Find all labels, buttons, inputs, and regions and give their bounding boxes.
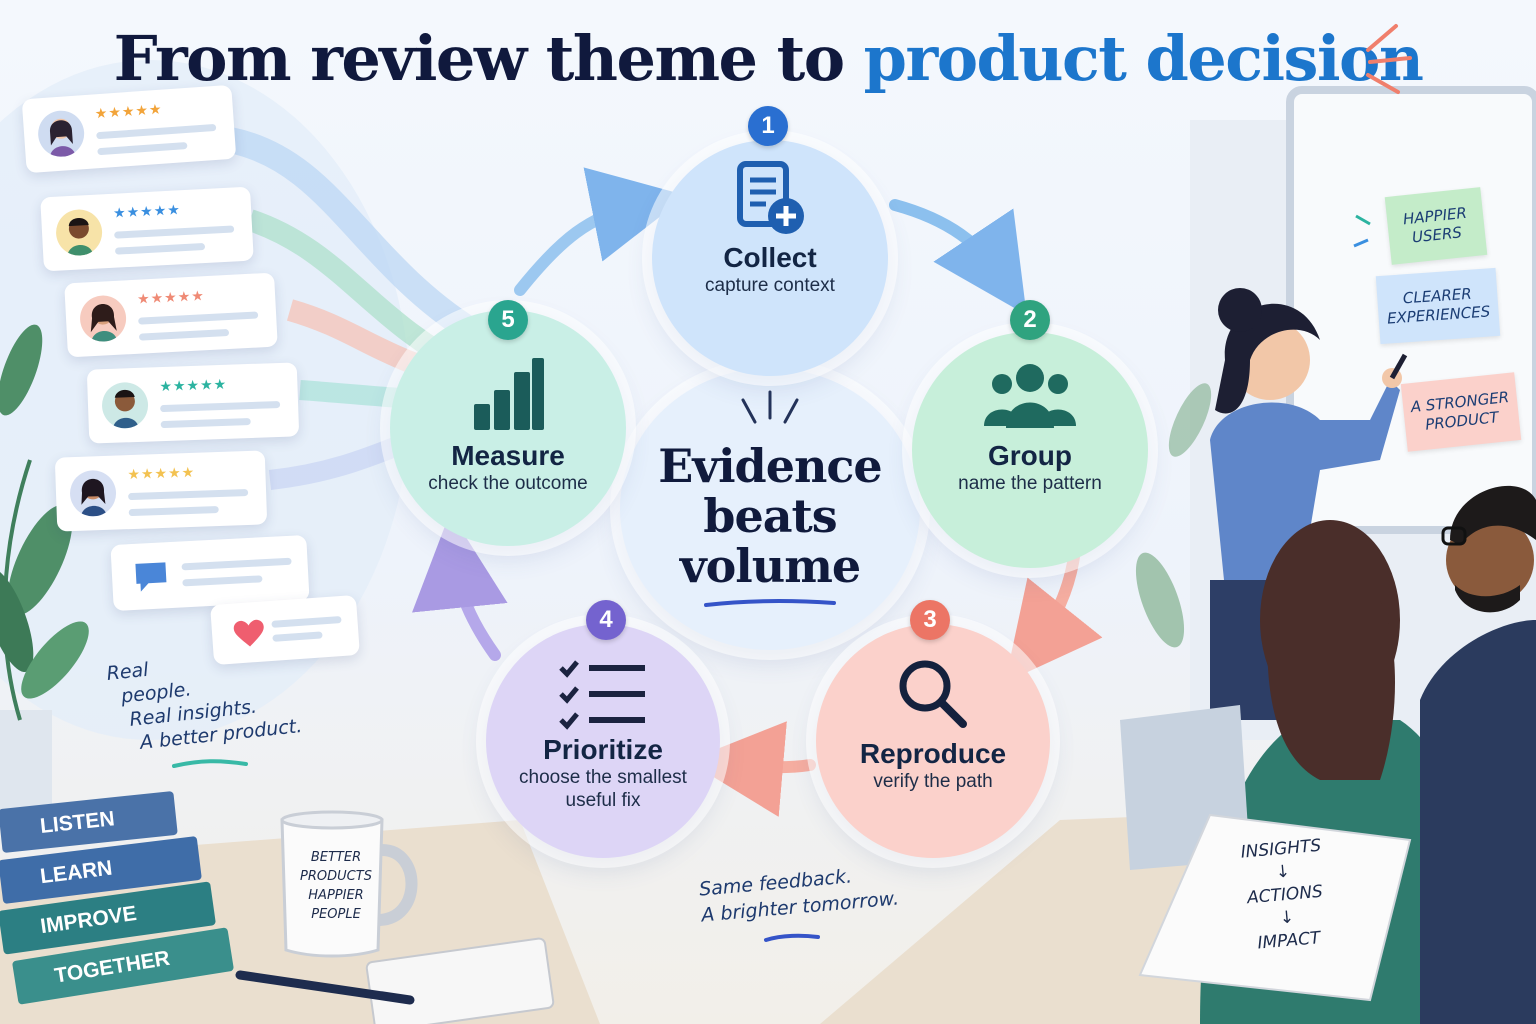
title-part-dark: From review theme to xyxy=(113,22,846,95)
step-name: Reproduce xyxy=(859,738,1007,769)
mug-line: PEOPLE xyxy=(311,907,361,922)
step-number-badge: 5 xyxy=(488,300,528,340)
step-measure: Measure check the outcome xyxy=(390,310,626,546)
avatar xyxy=(69,469,117,518)
note-underline xyxy=(172,759,248,768)
step-number-badge: 2 xyxy=(1010,300,1050,340)
step-name: Measure xyxy=(451,440,565,471)
book-label: TOGETHER xyxy=(52,946,172,988)
people-group-icon xyxy=(984,364,1076,428)
sticky-note: HAPPIER USERS xyxy=(1384,187,1488,265)
step-number-badge: 1 xyxy=(748,106,788,146)
heart-icon xyxy=(233,619,264,647)
sticky-note: A STRONGER PRODUCT xyxy=(1400,372,1522,452)
book-label: LEARN xyxy=(38,856,114,889)
speech-bubble-icon xyxy=(135,562,167,592)
step-collect: Collect capture context xyxy=(652,140,888,376)
mug-line: BETTER xyxy=(310,850,362,865)
arrow-collect-to-group xyxy=(889,199,1027,315)
step-desc: choose the smallest useful fix xyxy=(519,767,687,811)
document-plus-icon xyxy=(737,161,804,234)
step-desc: name the pattern xyxy=(958,473,1102,494)
avatar xyxy=(54,208,104,257)
step-desc: check the outcome xyxy=(428,473,588,494)
sticky-note: CLEARER EXPERIENCES xyxy=(1375,267,1501,345)
whiteboard-marks xyxy=(1353,214,1371,248)
page-title: From review theme to product decision xyxy=(0,22,1536,95)
center-line-1: Evidence xyxy=(658,439,882,493)
mug-shape xyxy=(280,810,418,958)
underline-swoosh xyxy=(704,598,836,607)
center-circle: Evidence beats volume xyxy=(620,368,920,650)
comment-card xyxy=(110,534,310,612)
checklist-icon xyxy=(559,660,645,730)
arrow-reproduce-to-prioritize xyxy=(687,721,816,817)
title-part-accent: product decision xyxy=(863,22,1424,95)
review-card: ★★★★★ xyxy=(64,272,278,358)
bar-chart-icon xyxy=(474,358,544,430)
avatar xyxy=(101,381,149,430)
mug-line: HAPPIER xyxy=(308,888,364,903)
step-prioritize: Prioritize choose the smallest useful fi… xyxy=(486,624,720,858)
center-line-3: volume xyxy=(679,539,861,593)
book-label: LISTEN xyxy=(39,807,116,838)
step-name: Prioritize xyxy=(543,734,663,765)
mug-text: BETTER PRODUCTS HAPPIER PEOPLE xyxy=(296,848,376,924)
note-underline xyxy=(764,933,820,942)
paper-note: INSIGHTS ↓ ACTIONS ↓ IMPACT xyxy=(1215,833,1355,959)
note-left: Real people. Real insights. A better pro… xyxy=(105,642,304,757)
review-card: ★★★★★ xyxy=(21,84,237,174)
step-name: Group xyxy=(988,440,1072,471)
avatar xyxy=(78,294,128,343)
step-desc: capture context xyxy=(705,275,835,296)
review-card: ★★★★★ xyxy=(86,362,300,444)
review-card: ★★★★★ xyxy=(54,450,268,532)
book-label: IMPROVE xyxy=(38,901,139,939)
arrow-measure-to-collect xyxy=(514,167,688,296)
emphasis-marks-icon xyxy=(741,390,799,424)
avatar xyxy=(36,109,86,159)
spark-icon xyxy=(1366,24,1412,94)
comment-card xyxy=(210,594,360,666)
step-reproduce: Reproduce verify the path xyxy=(816,624,1050,858)
mug-line: PRODUCTS xyxy=(300,869,372,884)
arrow-group-to-reproduce xyxy=(1005,544,1103,683)
center-line-2: beats xyxy=(703,489,837,543)
arrow-prioritize-to-measure xyxy=(412,512,508,661)
step-group: Group name the pattern xyxy=(912,332,1148,568)
step-desc: verify the path xyxy=(873,771,993,792)
step-name: Collect xyxy=(723,242,817,273)
step-number-badge: 4 xyxy=(586,600,626,640)
step-number-badge: 3 xyxy=(910,600,950,640)
review-card: ★★★★★ xyxy=(40,186,254,272)
magnifier-icon xyxy=(899,660,967,728)
